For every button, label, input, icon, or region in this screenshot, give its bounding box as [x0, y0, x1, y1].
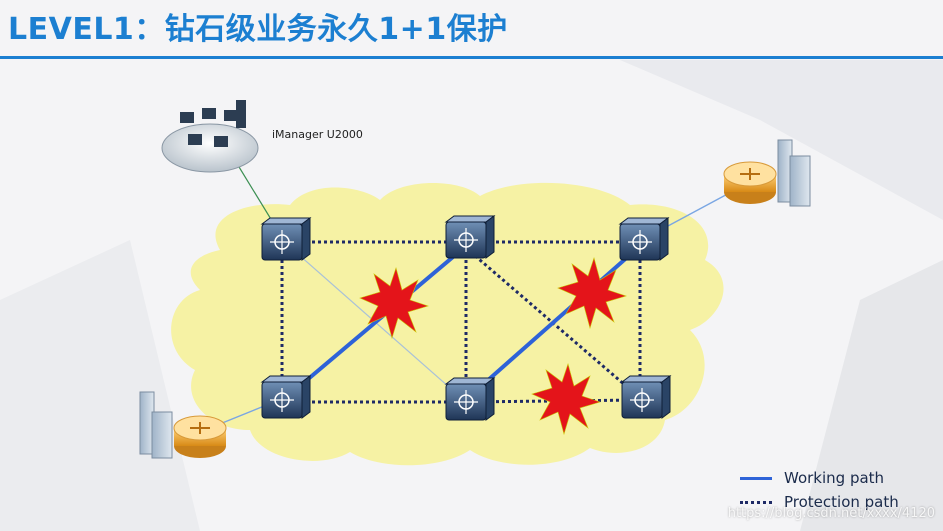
node-top-right[interactable]	[618, 217, 670, 261]
page-title: LEVEL1：钻石级业务永久1+1保护	[8, 12, 508, 47]
working-line-icon	[740, 476, 772, 480]
watermark: https://blog.csdn.net/xxxx/4120	[727, 506, 935, 521]
node-bottom-left[interactable]	[260, 375, 312, 419]
customer-site-right	[723, 139, 811, 207]
legend-protection-label: Protection path	[784, 493, 899, 511]
title-underline	[0, 56, 943, 59]
protection-line-icon	[740, 500, 772, 504]
node-top-middle[interactable]	[444, 215, 496, 259]
management-workstations-icon[interactable]	[161, 100, 259, 173]
node-bottom-middle[interactable]	[444, 377, 496, 421]
node-top-left[interactable]	[260, 217, 312, 261]
legend-working: Working path	[740, 466, 899, 490]
legend-protection: Protection path	[740, 490, 899, 514]
legend-working-label: Working path	[784, 469, 885, 487]
fault-markers	[359, 256, 627, 436]
fault-burst-icon	[359, 266, 429, 340]
legend: Working path Protection path	[740, 466, 899, 514]
fault-burst-icon	[557, 256, 627, 330]
customer-site-left	[139, 391, 227, 459]
node-bottom-right[interactable]	[620, 375, 672, 419]
protection-path	[280, 240, 642, 404]
manager-label: iManager U2000	[272, 128, 363, 141]
working-path	[286, 244, 642, 398]
fault-burst-icon	[531, 362, 601, 436]
